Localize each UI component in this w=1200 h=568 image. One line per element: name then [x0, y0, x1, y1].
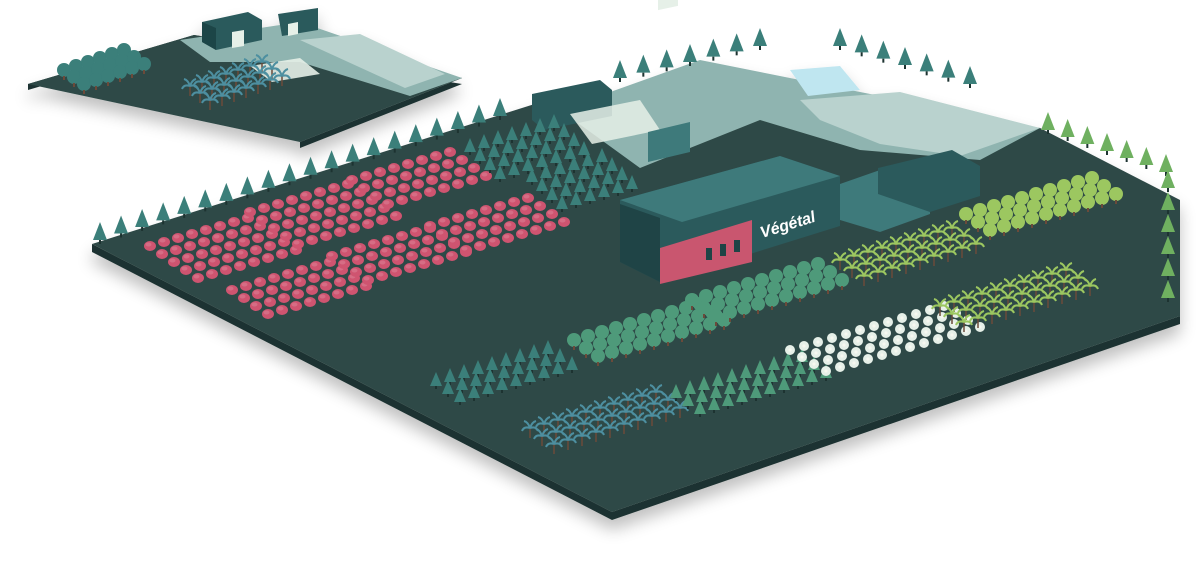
palm-field-2 — [931, 262, 1099, 332]
plantations — [57, 43, 1123, 454]
palm-field-1 — [831, 220, 985, 286]
facility-yard-light — [800, 92, 1040, 156]
main-building: Végétal — [532, 0, 980, 284]
flowering-field — [785, 301, 985, 376]
sapling-field-front — [521, 384, 689, 454]
tree-line-north — [613, 28, 767, 82]
building-warehouse — [878, 150, 980, 212]
secondary-barn — [202, 8, 318, 50]
round-tree-field-1 — [567, 297, 731, 366]
tree-line-west — [93, 98, 507, 244]
border-trees — [93, 28, 1175, 302]
tree-line-east — [1041, 112, 1173, 176]
flower-bed-3 — [346, 147, 492, 209]
back-greenhouse — [570, 100, 660, 144]
flower-bed-6 — [424, 193, 570, 255]
pine-field-front — [430, 340, 578, 405]
flower-bed-1 — [144, 213, 302, 283]
flower-bed-2 — [244, 179, 402, 249]
secondary-conifers — [57, 43, 151, 94]
flower-bed-4 — [226, 257, 372, 319]
shrub-field-right — [959, 171, 1123, 240]
conifer-field-1 — [464, 114, 590, 182]
water-pond — [790, 66, 860, 96]
tree-line-northeast — [833, 28, 977, 88]
billboard — [648, 122, 690, 162]
tree-line-east-edge — [1161, 170, 1175, 302]
round-tree-field-2 — [685, 257, 849, 326]
secondary-yard — [300, 34, 445, 88]
conifer-field-2 — [526, 148, 638, 212]
secondary-saplings — [181, 54, 291, 110]
flower-bed-5 — [326, 223, 472, 285]
billboard-panel — [658, 0, 678, 11]
